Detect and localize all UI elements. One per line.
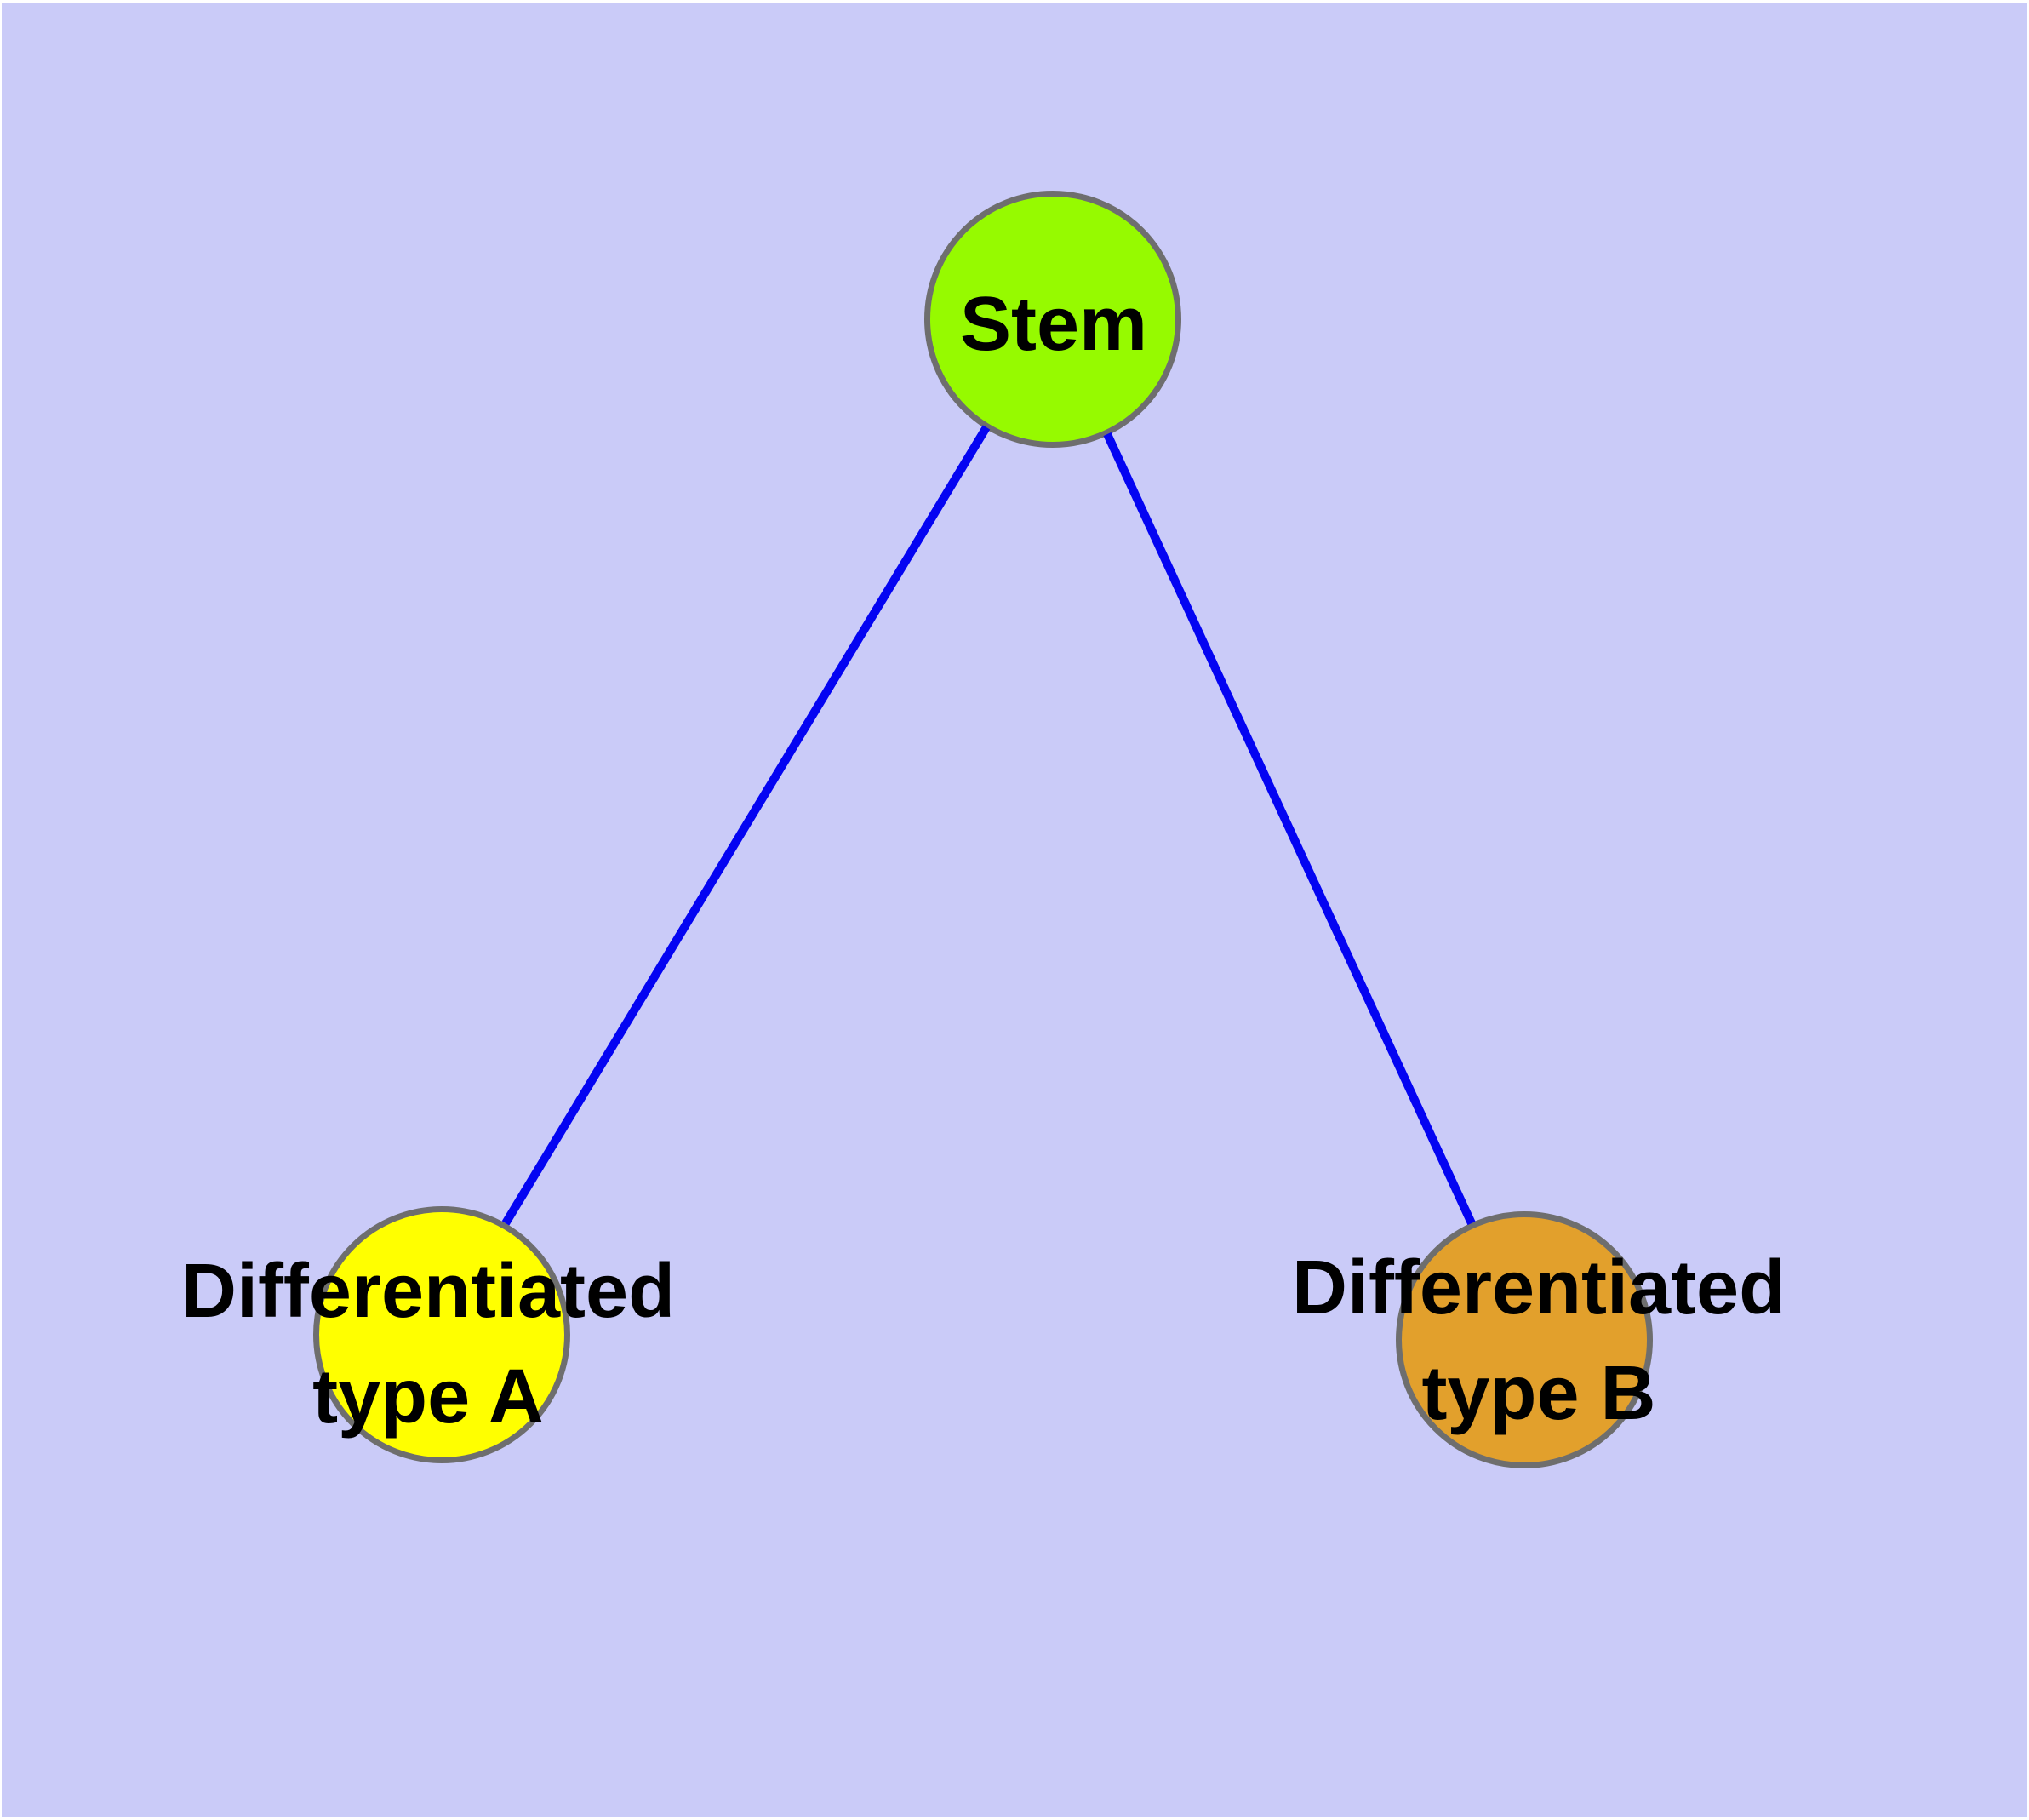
- node-type-a-label-line2: type A: [312, 1354, 544, 1439]
- node-differentiated-type-a-label: Differentiated type A: [181, 1239, 675, 1450]
- node-stem-circle: [924, 191, 1181, 448]
- edge-stem-to-type-a: [501, 425, 991, 1226]
- node-differentiated-type-a-circle: [313, 1206, 570, 1463]
- node-type-b-label-line2: type B: [1421, 1351, 1656, 1436]
- diagram-canvas: Stem Differentiated type A Differentiate…: [2, 3, 2027, 1817]
- edge-stem-to-type-b: [1103, 432, 1476, 1226]
- node-type-b-label-line1: Differentiated: [1291, 1245, 1786, 1331]
- node-differentiated-type-b-circle: [1396, 1211, 1653, 1468]
- node-stem-label-text: Stem: [959, 282, 1148, 367]
- node-type-a-label-line1: Differentiated: [180, 1249, 676, 1334]
- node-stem-label: Stem: [960, 272, 1147, 377]
- node-differentiated-type-b-label: Differentiated type B: [1292, 1235, 1786, 1446]
